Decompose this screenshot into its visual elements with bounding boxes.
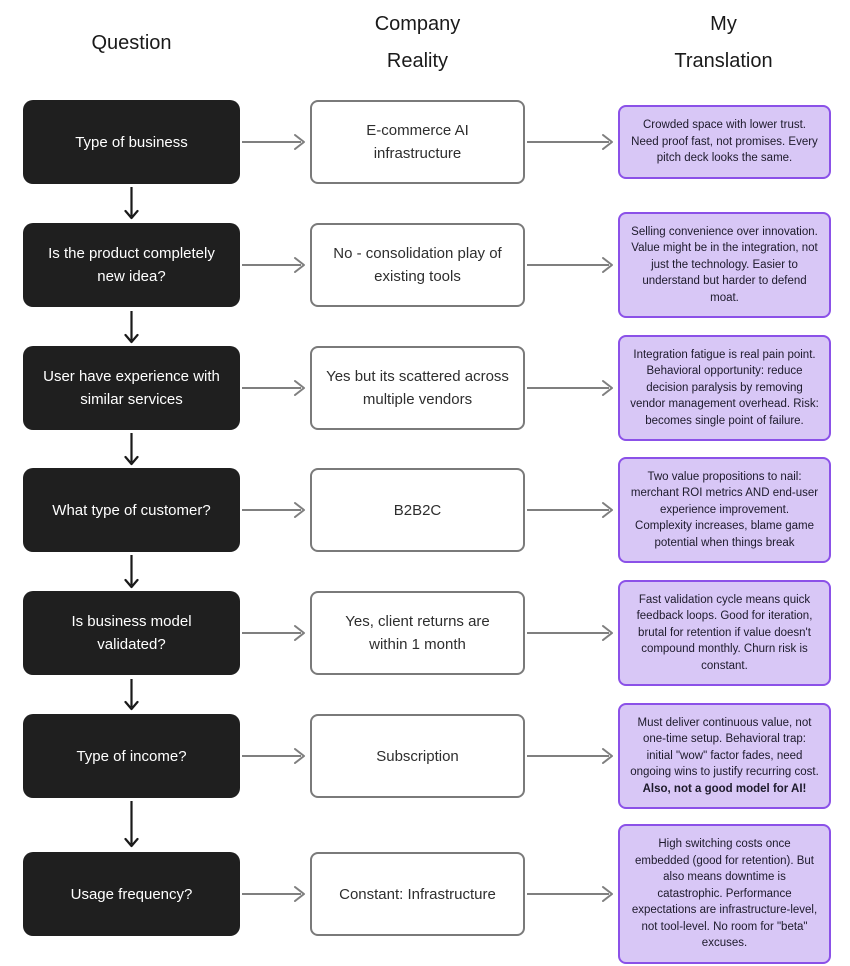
reality-label: B2B2C	[393, 501, 442, 519]
arrow-right-icon	[242, 625, 305, 641]
reality-node: Subscription	[310, 714, 525, 798]
arrow-right-icon	[242, 134, 305, 150]
column-header-my-translation: My Translation	[617, 6, 830, 80]
reality-node: E-commerce AI infrastructure	[310, 100, 525, 184]
translation-node: High switching costs once embedded (good…	[618, 824, 831, 964]
arrow-down-icon	[124, 801, 139, 848]
reality-node: B2B2C	[310, 468, 525, 552]
translation-node: Crowded space with lower trust. Need pro…	[618, 105, 831, 179]
column-header-company-reality: Company Reality	[310, 6, 525, 80]
flow-row: Type of business E-commerce AI infrastru…	[0, 82, 850, 202]
header-line: Reality	[386, 50, 449, 72]
arrow-right-icon	[527, 134, 613, 150]
question-label: Type of income?	[76, 747, 187, 765]
header-line: My	[710, 13, 737, 35]
translation-text: Integration fatigue is real pain point. …	[630, 348, 819, 427]
reality-label: No - consolidation play of existing tool…	[333, 245, 502, 285]
reality-label: Yes, client returns are within 1 month	[345, 613, 490, 653]
question-node: Type of business	[23, 100, 240, 184]
arrow-right-icon	[242, 886, 305, 902]
arrow-right-icon	[527, 502, 613, 518]
flow-row: What type of customer? B2B2C Two value p…	[0, 450, 850, 570]
column-header-question: Question	[23, 25, 240, 62]
arrow-right-icon	[527, 380, 613, 396]
flow-row: Type of income? Subscription Must delive…	[0, 696, 850, 816]
question-node: Usage frequency?	[23, 852, 240, 936]
question-label: Is the product completely new idea?	[48, 245, 215, 285]
arrow-right-icon	[527, 748, 613, 764]
translation-node: Must deliver continuous value, not one-t…	[618, 702, 831, 810]
translation-text: Selling convenience over innovation. Val…	[631, 225, 818, 304]
arrow-right-icon	[242, 748, 305, 764]
reality-node: No - consolidation play of existing tool…	[310, 223, 525, 307]
translation-node: Selling convenience over innovation. Val…	[618, 211, 831, 319]
header-line: Question	[91, 32, 172, 54]
arrow-down-icon	[124, 679, 139, 711]
arrow-right-icon	[242, 380, 305, 396]
arrow-right-icon	[242, 257, 305, 273]
header-line: Company	[374, 13, 461, 35]
reality-label: Constant: Infrastructure	[339, 885, 496, 903]
arrow-right-icon	[242, 502, 305, 518]
translation-node: Two value propositions to nail: merchant…	[618, 456, 831, 564]
reality-label: Subscription	[376, 747, 459, 765]
arrow-down-icon	[124, 311, 139, 344]
translation-text: High switching costs once embedded (good…	[631, 838, 818, 950]
question-node: Is business model validated?	[23, 591, 240, 675]
header-line: Translation	[674, 50, 773, 72]
flow-row: User have experience with similar servic…	[0, 328, 850, 448]
reality-label: Yes but its scattered across multiple ve…	[326, 368, 509, 408]
question-label: What type of customer?	[52, 501, 211, 519]
arrow-right-icon	[527, 625, 613, 641]
question-node: User have experience with similar servic…	[23, 346, 240, 430]
question-label: User have experience with similar servic…	[43, 368, 220, 408]
translation-node: Fast validation cycle means quick feedba…	[618, 579, 831, 687]
translation-bold-note: Also, not a good model for AI!	[642, 782, 807, 795]
reality-node: Yes, client returns are within 1 month	[310, 591, 525, 675]
arrow-down-icon	[124, 187, 139, 220]
translation-text: Fast validation cycle means quick feedba…	[636, 593, 813, 672]
reality-node: Constant: Infrastructure	[310, 852, 525, 936]
question-node: What type of customer?	[23, 468, 240, 552]
arrow-down-icon	[124, 433, 139, 466]
translation-text: Crowded space with lower trust. Need pro…	[631, 119, 818, 165]
reality-label: E-commerce AI infrastructure	[366, 122, 469, 162]
translation-node: Integration fatigue is real pain point. …	[618, 334, 831, 442]
question-label: Type of business	[75, 133, 188, 151]
question-label: Is business model validated?	[71, 613, 192, 653]
arrow-right-icon	[527, 886, 613, 902]
reality-node: Yes but its scattered across multiple ve…	[310, 346, 525, 430]
flow-row: Is business model validated? Yes, client…	[0, 573, 850, 693]
question-node: Is the product completely new idea?	[23, 223, 240, 307]
question-node: Type of income?	[23, 714, 240, 798]
flow-row: Usage frequency? Constant: Infrastructur…	[0, 824, 850, 964]
translation-text: Must deliver continuous value, not one-t…	[630, 716, 819, 779]
arrow-down-icon	[124, 555, 139, 589]
flow-row: Is the product completely new idea? No -…	[0, 205, 850, 325]
question-label: Usage frequency?	[70, 885, 193, 903]
translation-text: Two value propositions to nail: merchant…	[630, 470, 819, 549]
arrow-right-icon	[527, 257, 613, 273]
